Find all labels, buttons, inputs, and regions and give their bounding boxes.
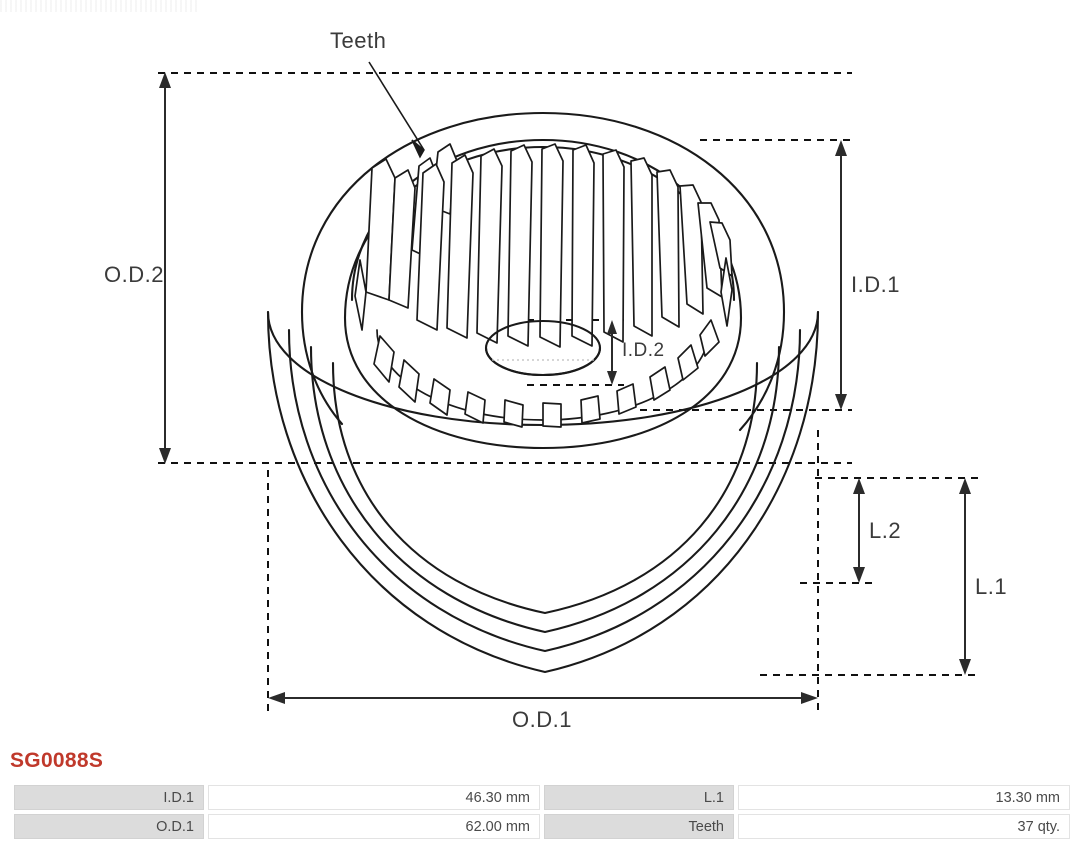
dimension-l2-label: L.2 — [869, 518, 901, 543]
table-row: I.D.1 46.30 mm L.1 13.30 mm — [14, 785, 1070, 810]
table-row: O.D.1 62.00 mm Teeth 37 qty. — [14, 814, 1070, 839]
dimension-l1-label: L.1 — [975, 574, 1007, 599]
drawing-canvas: Teeth O.D.2 I.D.1 — [104, 28, 1007, 732]
dimension-id2: I.D.2 — [607, 320, 665, 385]
dimension-id1-label: I.D.1 — [851, 272, 900, 297]
spec-label-od1: O.D.1 — [14, 814, 204, 839]
internal-gear-teeth — [350, 138, 736, 428]
spec-label-id1: I.D.1 — [14, 785, 204, 810]
callout-teeth-label: Teeth — [330, 28, 386, 53]
dimension-od2-label: O.D.2 — [104, 262, 164, 287]
dimension-id2-label: I.D.2 — [622, 340, 665, 361]
specification-table: I.D.1 46.30 mm L.1 13.30 mm O.D.1 62.00 … — [10, 781, 1074, 843]
pulley-body — [266, 310, 820, 674]
callout-arrow-head — [411, 139, 425, 159]
dimension-od1: O.D.1 — [268, 692, 818, 732]
spec-value-teeth: 37 qty. — [738, 814, 1070, 839]
dimension-l2: L.2 — [853, 478, 901, 583]
spec-label-teeth: Teeth — [544, 814, 734, 839]
spec-value-l1: 13.30 mm — [738, 785, 1070, 810]
technical-drawing: Teeth O.D.2 I.D.1 — [104, 28, 1007, 732]
callout-teeth: Teeth — [330, 28, 425, 159]
tooth-set — [354, 143, 733, 428]
dimension-od1-label: O.D.1 — [512, 707, 572, 732]
dimension-l1: L.1 — [959, 478, 1007, 675]
top-edge-artifact — [0, 0, 200, 12]
dimension-id1: I.D.1 — [835, 140, 900, 410]
spec-value-id1: 46.30 mm — [208, 785, 540, 810]
center-bore — [484, 319, 602, 377]
dimension-od2: O.D.2 — [104, 72, 171, 464]
extension-lines — [158, 72, 978, 712]
spec-value-od1: 62.00 mm — [208, 814, 540, 839]
spec-label-l1: L.1 — [544, 785, 734, 810]
part-number: SG0088S — [10, 749, 104, 772]
